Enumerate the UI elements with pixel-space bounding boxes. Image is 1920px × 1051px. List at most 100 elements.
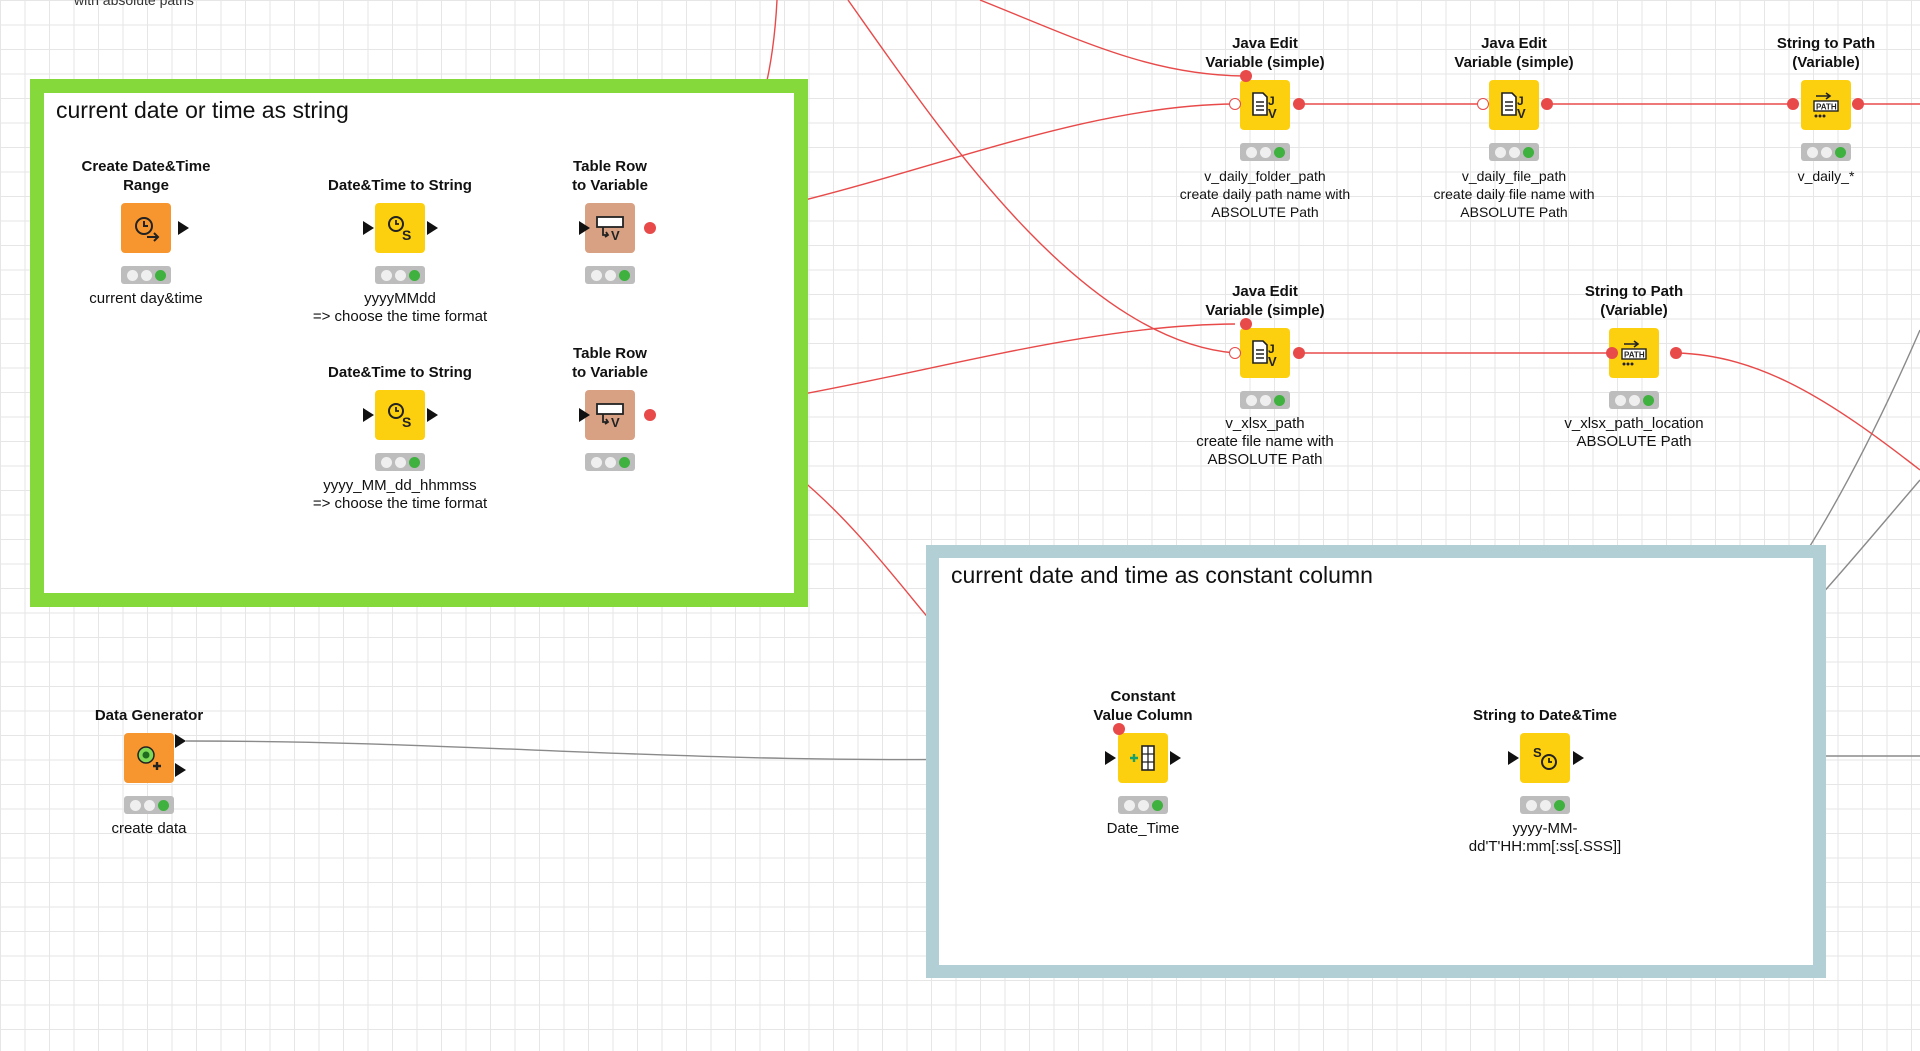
svg-text:J: J <box>1268 342 1275 356</box>
variable-output-port[interactable] <box>644 409 656 421</box>
variable-output-port[interactable] <box>1293 98 1305 110</box>
cutoff-annotation-text: with absolute paths <box>74 0 194 8</box>
node-name: Data Generator <box>94 707 204 724</box>
node-status-indicator <box>375 453 425 471</box>
node-datetime-to-string-2[interactable]: Date&Time to String S yyyy_MM_dd_hhmmss … <box>300 364 500 513</box>
clock-arrow-icon[interactable] <box>121 203 171 253</box>
variable-connection[interactable] <box>1675 352 1920 471</box>
node-annotation: v_daily_folder_path create daily path na… <box>1179 168 1351 220</box>
clock-s-icon[interactable]: S <box>375 203 425 253</box>
input-port[interactable] <box>1105 751 1116 765</box>
svg-text:J: J <box>1268 94 1275 108</box>
svg-text:PATH: PATH <box>1624 351 1645 360</box>
variable-output-port[interactable] <box>644 222 656 234</box>
node-create-datetime-range[interactable]: Create Date&Time Range current day&time <box>46 158 246 308</box>
node-status-indicator <box>121 266 171 284</box>
variable-output-port[interactable] <box>1670 347 1682 359</box>
annotation-constant-column[interactable]: current date and time as constant column <box>926 545 1826 978</box>
node-data-generator[interactable]: Data Generator create data <box>49 707 249 838</box>
svg-text:V: V <box>611 415 620 430</box>
node-table-row-to-variable-1[interactable]: Table Row to Variable V <box>510 158 710 290</box>
variable-input-port[interactable] <box>1113 723 1125 735</box>
node-name: String to Date&Time <box>1473 707 1617 724</box>
output-port[interactable] <box>1573 751 1584 765</box>
node-status-indicator <box>1609 391 1659 409</box>
variable-output-port[interactable] <box>1852 98 1864 110</box>
node-table-row-to-variable-2[interactable]: Table Row to Variable V <box>510 345 710 477</box>
node-string-to-datetime[interactable]: String to Date&Time S yyyy-MM-dd'T'HH:mm… <box>1445 707 1645 856</box>
output-port-2[interactable] <box>175 763 186 777</box>
annotation-date-string[interactable]: current date or time as string <box>30 79 808 607</box>
node-annotation: v_daily_* <box>1797 168 1855 184</box>
node-annotation: v_xlsx_path create file name with ABSOLU… <box>1196 415 1334 468</box>
variable-input-port[interactable] <box>1477 98 1489 110</box>
variable-connection[interactable] <box>847 0 1236 354</box>
node-status-indicator <box>1801 143 1851 161</box>
clock-s-icon[interactable]: S <box>375 390 425 440</box>
node-datetime-to-string-1[interactable]: Date&Time to String S yyyyMMdd => choose… <box>300 177 500 326</box>
variable-input-port[interactable] <box>1606 347 1618 359</box>
node-string-to-path-1[interactable]: String to Path (Variable) PATH v_daily_* <box>1726 35 1920 185</box>
node-name: Create Date&Time Range <box>81 158 211 194</box>
node-status-indicator <box>375 266 425 284</box>
node-status-indicator <box>1520 796 1570 814</box>
svg-text:S: S <box>402 227 411 243</box>
node-name: String to Path (Variable) <box>1776 35 1876 71</box>
variable-output-port[interactable] <box>1541 98 1553 110</box>
node-name: String to Path (Variable) <box>1584 283 1684 319</box>
svg-text:V: V <box>1268 106 1277 120</box>
node-constant-value-column[interactable]: Constant Value Column Date_Time <box>1043 688 1243 838</box>
input-port[interactable] <box>363 221 374 235</box>
input-port[interactable] <box>363 408 374 422</box>
annotation-title: current date and time as constant column <box>951 562 1373 588</box>
svg-text:S: S <box>402 414 411 430</box>
input-port[interactable] <box>579 408 590 422</box>
node-name: Constant Value Column <box>1093 688 1193 724</box>
output-port[interactable] <box>427 221 438 235</box>
output-port[interactable] <box>1170 751 1181 765</box>
node-status-indicator <box>585 453 635 471</box>
svg-text:J: J <box>1517 94 1524 108</box>
node-name: Table Row to Variable <box>572 345 648 381</box>
node-annotation: v_xlsx_path_location ABSOLUTE Path <box>1564 415 1704 450</box>
variable-input-port[interactable] <box>1229 347 1241 359</box>
variable-connection[interactable] <box>979 0 1245 77</box>
input-port[interactable] <box>1508 751 1519 765</box>
node-name: Java Edit Variable (simple) <box>1454 35 1574 71</box>
node-status-indicator <box>1489 143 1539 161</box>
svg-text:S: S <box>1533 745 1542 760</box>
svg-text:V: V <box>1517 106 1526 120</box>
node-string-to-path-2[interactable]: String to Path (Variable) PATH v_xlsx_pa… <box>1534 283 1734 451</box>
node-status-indicator <box>1240 143 1290 161</box>
node-annotation: v_daily_file_path create daily file name… <box>1433 168 1595 220</box>
variable-input-port[interactable] <box>1229 98 1241 110</box>
input-port[interactable] <box>579 221 590 235</box>
output-port[interactable] <box>178 221 189 235</box>
node-status-indicator <box>1240 391 1290 409</box>
path-icon[interactable]: PATH <box>1801 80 1851 130</box>
table-to-variable-icon[interactable]: V <box>585 203 635 253</box>
node-name: Table Row to Variable <box>572 158 648 194</box>
add-column-icon[interactable] <box>1118 733 1168 783</box>
output-port-1[interactable] <box>175 734 186 748</box>
node-name: Date&Time to String <box>328 177 472 194</box>
output-port[interactable] <box>427 408 438 422</box>
table-to-variable-icon[interactable]: V <box>585 390 635 440</box>
variable-output-port[interactable] <box>1293 347 1305 359</box>
node-name: Date&Time to String <box>328 364 472 381</box>
generator-icon[interactable] <box>124 733 174 783</box>
s-to-clock-icon[interactable]: S <box>1520 733 1570 783</box>
variable-input-port-top[interactable] <box>1240 70 1252 82</box>
node-annotation: Date_Time <box>1106 820 1180 837</box>
variable-input-port[interactable] <box>1787 98 1799 110</box>
svg-text:PATH: PATH <box>1816 103 1837 112</box>
node-annotation: yyyy-MM-dd'T'HH:mm[:ss[.SSS]] <box>1468 820 1622 855</box>
node-status-indicator <box>1118 796 1168 814</box>
variable-input-port-top[interactable] <box>1240 318 1252 330</box>
